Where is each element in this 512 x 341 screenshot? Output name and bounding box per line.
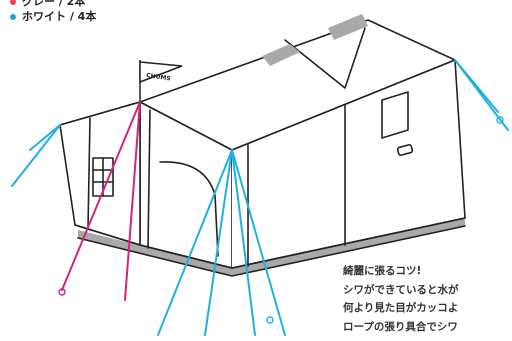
tent-left-wall: [59, 101, 141, 246]
legend-label-white: ホワイト / 4本: [22, 10, 97, 23]
tent-window-right: [381, 91, 409, 139]
rope-legend: グレー / 2本 ホワイト / 4本: [10, 0, 96, 24]
tent-mid-section: [284, 27, 366, 89]
tip-line-3: ロープの張り具合でシワ: [343, 320, 458, 333]
gray-guy-ropes: [61, 101, 141, 301]
tip-title: 綺麗に張るコツ!: [343, 265, 422, 277]
white-rope-dot: [10, 13, 16, 20]
tip-line-2: 何より見た目がカッコよ: [343, 302, 459, 314]
chums-flag: [139, 60, 183, 104]
tent-roof-top: [139, 19, 456, 103]
flag-text: CHUMS: [146, 72, 171, 82]
legend-label-gray: グレー / 2本: [22, 0, 86, 8]
legend-item-white: ホワイト / 4本: [10, 9, 96, 24]
tip-line-1: シワができていると水が: [343, 283, 459, 296]
gray-rope-dot: [10, 0, 16, 5]
tent-bottom-edge: [74, 217, 466, 269]
tent-vent: [396, 143, 414, 157]
legend-item-gray: グレー / 2本: [10, 0, 96, 9]
tip-note: 綺麗に張るコツ! シワができていると水が 何より見た目がカッコよ ロープの張り具…: [343, 262, 459, 336]
white-guy-ropes: [11, 59, 509, 336]
tent-right-wall: [231, 59, 466, 269]
